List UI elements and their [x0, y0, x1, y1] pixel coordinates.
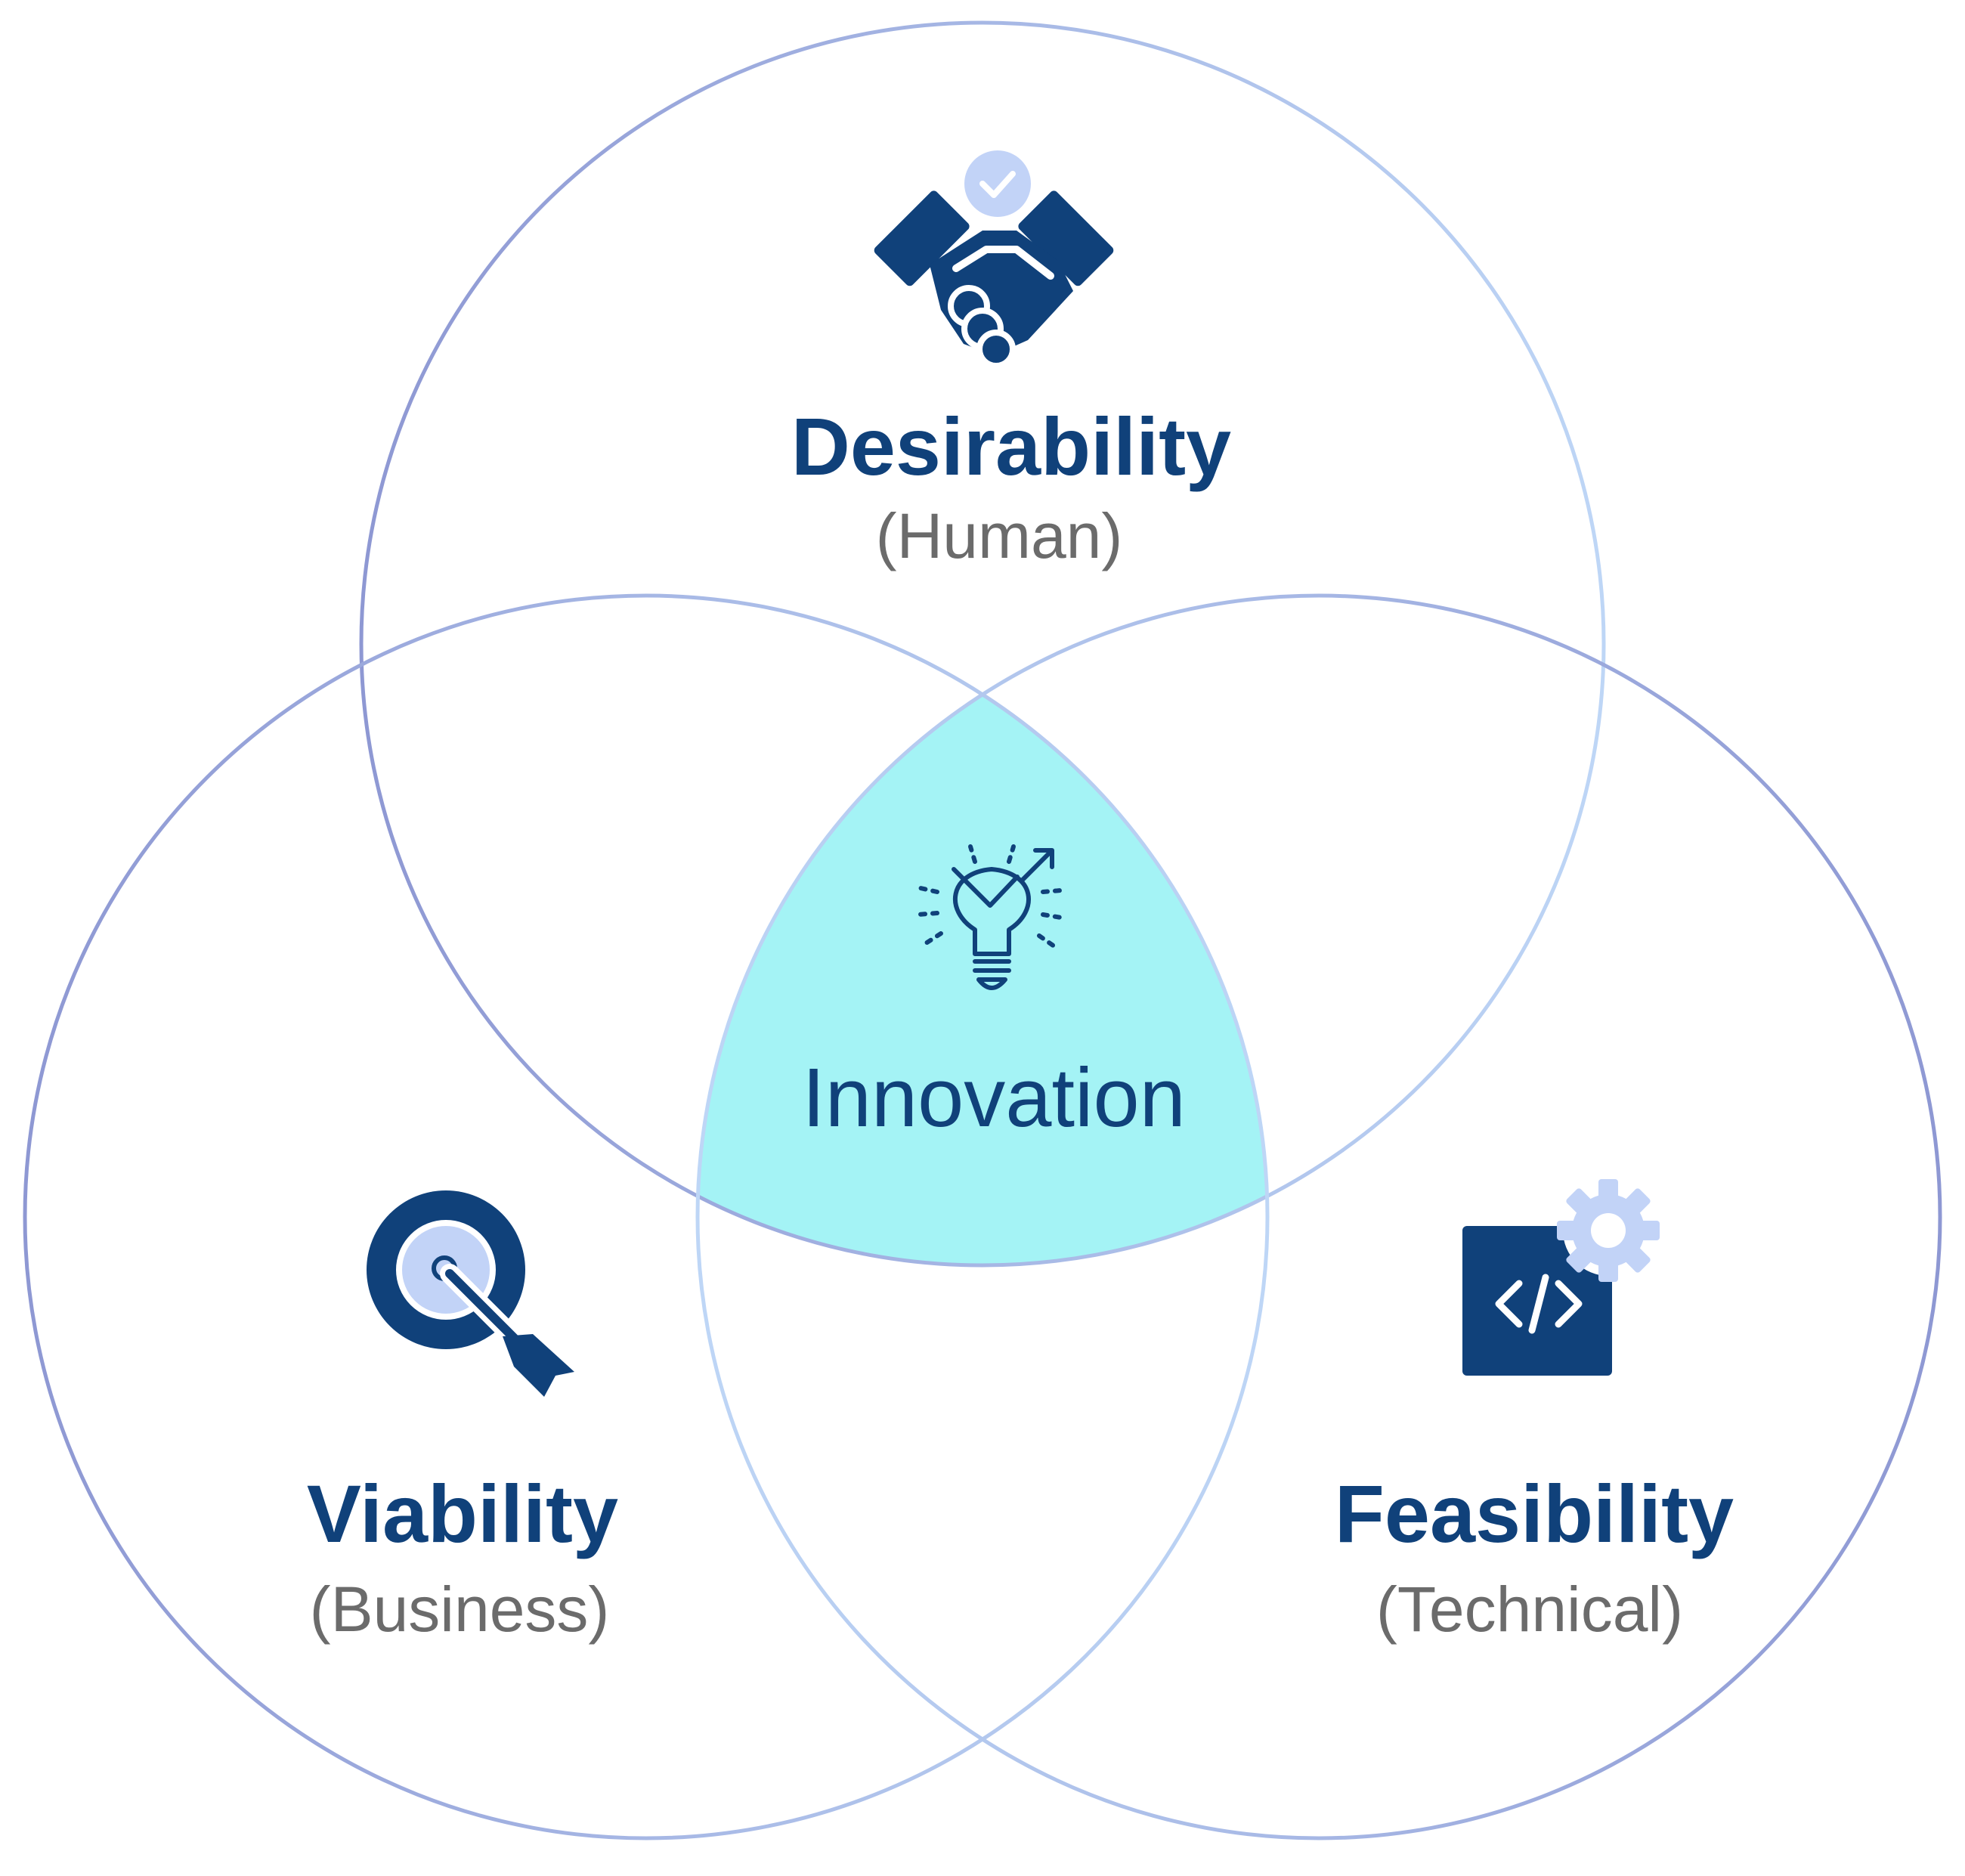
desirability-circle — [359, 20, 1606, 1268]
viability-subtitle: (Business) — [310, 1574, 610, 1645]
feasibility-title: Feasibility — [1335, 1468, 1734, 1559]
code-gear-icon — [1462, 1179, 1660, 1376]
handshake-icon — [874, 150, 1114, 369]
target-arrow-icon — [367, 1190, 574, 1397]
lightbulb-idea-icon — [916, 844, 1063, 990]
feasibility-circle — [695, 593, 1942, 1840]
viability-title: Viability — [307, 1468, 618, 1559]
viability-circle — [23, 593, 1270, 1840]
desirability-subtitle: (Human) — [876, 500, 1123, 571]
desirability-title: Desirability — [791, 401, 1231, 492]
innovation-title: Innovation — [802, 1051, 1186, 1144]
feasibility-subtitle: (Technical) — [1376, 1574, 1683, 1645]
